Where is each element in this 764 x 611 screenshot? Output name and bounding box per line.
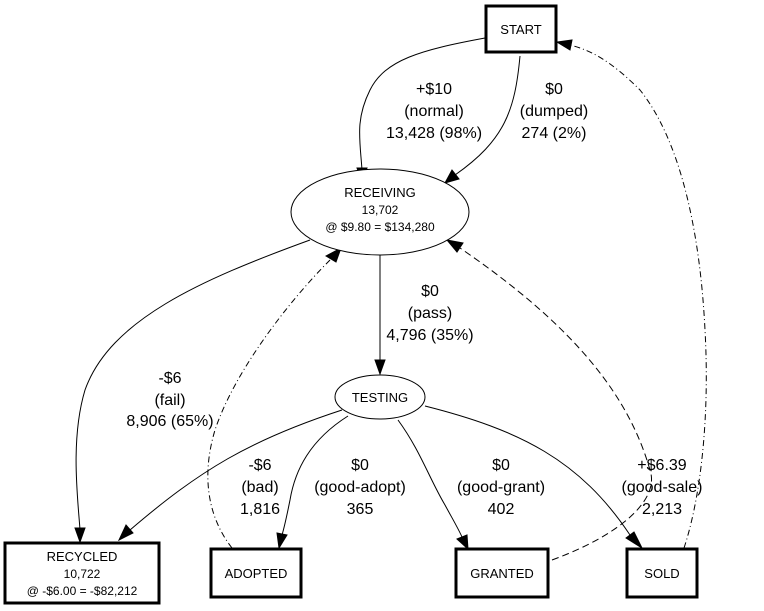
label-good-grant-amount: $0 (492, 457, 510, 474)
label-good-adopt-kind: (good-adopt) (314, 479, 406, 496)
arrowhead-icon (625, 531, 644, 550)
edge-good-grant (397, 419, 463, 538)
edge-fail (75, 239, 311, 531)
node-receiving-title: RECEIVING (344, 185, 416, 200)
node-sold[interactable]: SOLD (625, 547, 699, 599)
node-recycled-value: @ -$6.00 = -$82,212 (27, 584, 138, 598)
label-good-sale-kind: (good-sale) (622, 479, 703, 496)
edge-dumped (454, 55, 521, 176)
label-fail-amount: -$6 (158, 370, 181, 387)
label-normal: +$10 (normal) 13,428 (98%) (386, 81, 482, 142)
label-good-adopt-count: 365 (347, 501, 374, 518)
arrowhead-icon (324, 246, 342, 263)
node-adopted[interactable]: ADOPTED (209, 547, 303, 599)
label-fail: -$6 (fail) 8,906 (65%) (126, 370, 213, 430)
node-receiving[interactable]: RECEIVING 13,702 @ $9.80 = $134,280 (290, 168, 470, 256)
arrowhead-icon (74, 527, 86, 544)
label-pass-amount: $0 (421, 283, 439, 300)
label-bad-count: 1,816 (240, 501, 280, 518)
node-testing-title: TESTING (352, 390, 408, 405)
label-good-grant-count: 402 (488, 501, 515, 518)
label-good-sale: +$6.39 (good-sale) 2,213 (622, 457, 703, 518)
node-recycled-count: 10,722 (64, 567, 101, 581)
node-granted[interactable]: GRANTED (454, 547, 550, 599)
label-good-sale-amount: +$6.39 (637, 457, 686, 474)
node-adopted-title: ADOPTED (225, 566, 288, 581)
label-dumped-kind: (dumped) (520, 103, 588, 120)
label-dumped-amount: $0 (545, 81, 563, 98)
arrowhead-icon (276, 532, 288, 550)
node-sold-title: SOLD (644, 566, 679, 581)
label-pass-count: 4,796 (35%) (386, 327, 473, 344)
label-bad-amount: -$6 (248, 457, 271, 474)
label-dumped: $0 (dumped) 274 (2%) (520, 81, 588, 142)
label-good-grant: $0 (good-grant) 402 (457, 457, 545, 518)
edge-good-sale (424, 405, 631, 536)
label-dumped-count: 274 (2%) (522, 125, 587, 142)
arrowhead-icon (443, 169, 460, 184)
arrowhead-icon (555, 39, 573, 51)
label-pass-kind: (pass) (408, 305, 452, 322)
edge-adopted-return (207, 259, 331, 549)
edge-normal (359, 37, 486, 171)
label-good-grant-kind: (good-grant) (457, 479, 545, 496)
label-bad: -$6 (bad) 1,816 (240, 457, 280, 518)
edge-sold-return (569, 44, 707, 549)
label-normal-kind: (normal) (404, 103, 464, 120)
arrowhead-icon (445, 239, 464, 253)
edge-bad (129, 409, 343, 531)
node-start[interactable]: START (484, 4, 558, 54)
label-pass: $0 (pass) 4,796 (35%) (386, 283, 473, 344)
label-fail-kind: (fail) (154, 392, 185, 409)
node-receiving-value: @ $9.80 = $134,280 (325, 220, 435, 234)
node-start-title: START (500, 22, 541, 37)
label-bad-kind: (bad) (241, 479, 278, 496)
node-recycled[interactable]: RECYCLED 10,722 @ -$6.00 = -$82,212 (3, 541, 161, 605)
edge-granted-return (459, 247, 652, 561)
label-normal-amount: +$10 (416, 81, 452, 98)
label-good-sale-count: 2,213 (642, 501, 682, 518)
label-good-adopt: $0 (good-adopt) 365 (314, 457, 406, 518)
arrowhead-icon (117, 524, 134, 542)
label-good-adopt-amount: $0 (351, 457, 369, 474)
node-recycled-title: RECYCLED (47, 549, 118, 564)
label-fail-count: 8,906 (65%) (126, 413, 213, 430)
node-granted-title: GRANTED (470, 566, 534, 581)
edge-good-adopt (281, 415, 349, 536)
arrowhead-icon (456, 534, 469, 551)
label-normal-count: 13,428 (98%) (386, 125, 482, 142)
arrowhead-icon (374, 359, 386, 376)
node-receiving-count: 13,702 (362, 203, 399, 217)
node-testing[interactable]: TESTING (334, 374, 426, 420)
